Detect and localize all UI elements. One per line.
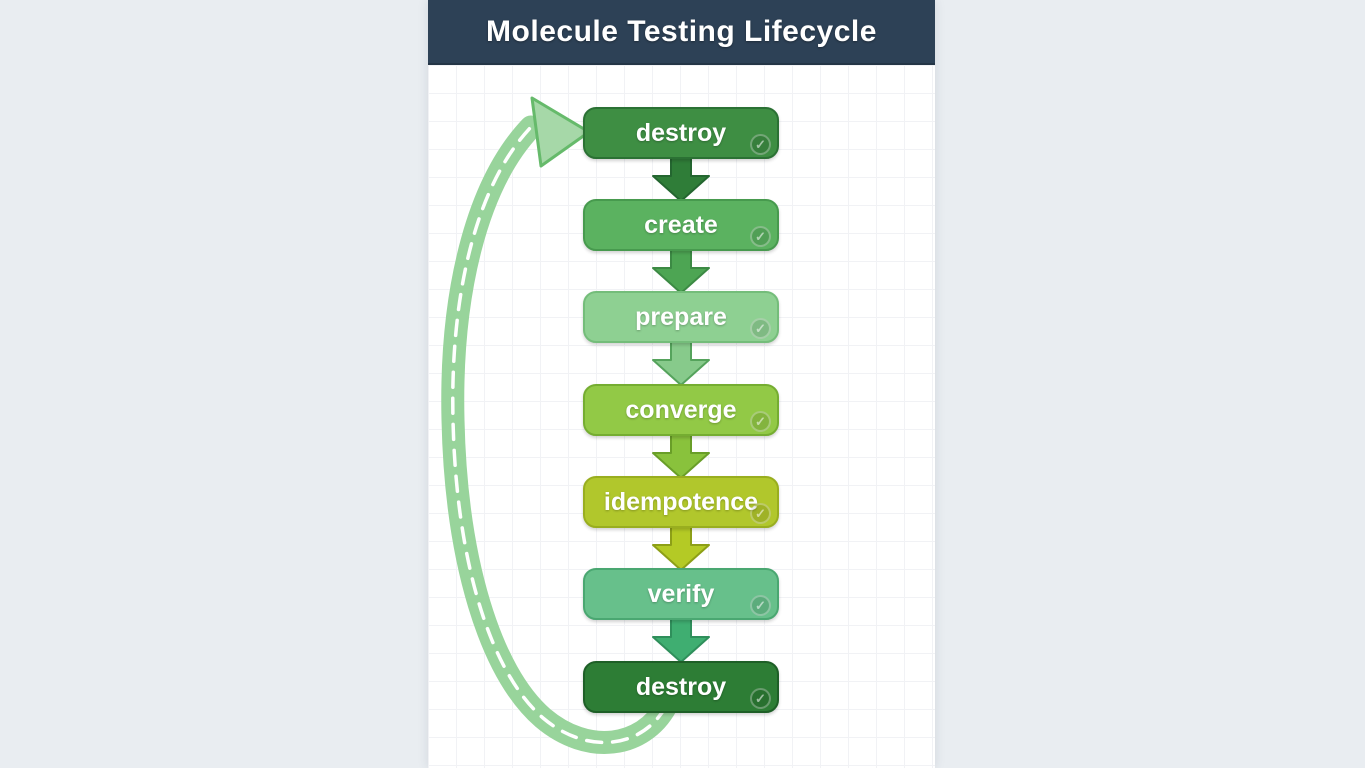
diagram-canvas: destroy ✓ create ✓ prepare ✓ converge bbox=[428, 65, 935, 768]
header-bar: Molecule Testing Lifecycle bbox=[428, 0, 935, 65]
check-icon: ✓ bbox=[750, 503, 771, 524]
step-box-prepare[interactable]: prepare ✓ bbox=[583, 291, 779, 343]
step-box-create[interactable]: create ✓ bbox=[583, 199, 779, 251]
loop-dash-line bbox=[451, 125, 668, 745]
check-icon: ✓ bbox=[750, 318, 771, 339]
down-arrow-icon bbox=[652, 156, 710, 202]
step-label: prepare bbox=[635, 302, 727, 331]
step-label: destroy bbox=[635, 118, 727, 147]
step-label: verify bbox=[647, 579, 715, 608]
step-box-destroy-final[interactable]: destroy ✓ bbox=[583, 661, 779, 713]
diagram-card: Molecule Testing Lifecycle destroy ✓ cre… bbox=[428, 0, 935, 768]
step-label: destroy bbox=[635, 672, 727, 701]
check-icon: ✓ bbox=[750, 134, 771, 155]
down-arrow-icon bbox=[652, 248, 710, 294]
step-box-converge[interactable]: converge ✓ bbox=[583, 384, 779, 436]
step-box-destroy[interactable]: destroy ✓ bbox=[583, 107, 779, 159]
loop-arrowhead-icon bbox=[530, 96, 591, 168]
step-box-idempotence[interactable]: idempotence ✓ bbox=[583, 476, 779, 528]
step-label: idempotence bbox=[603, 487, 759, 516]
check-icon: ✓ bbox=[750, 411, 771, 432]
step-label: create bbox=[644, 210, 718, 239]
down-arrow-icon bbox=[652, 617, 710, 663]
loop-arrow bbox=[441, 96, 678, 754]
check-icon: ✓ bbox=[750, 688, 771, 709]
down-arrow-icon bbox=[652, 340, 710, 386]
check-icon: ✓ bbox=[750, 595, 771, 616]
step-box-verify[interactable]: verify ✓ bbox=[583, 568, 779, 620]
step-label: converge bbox=[625, 395, 737, 424]
check-icon: ✓ bbox=[750, 226, 771, 247]
page-title: Molecule Testing Lifecycle bbox=[486, 14, 877, 48]
down-arrow-icon bbox=[652, 433, 710, 479]
down-arrow-icon bbox=[652, 525, 710, 571]
